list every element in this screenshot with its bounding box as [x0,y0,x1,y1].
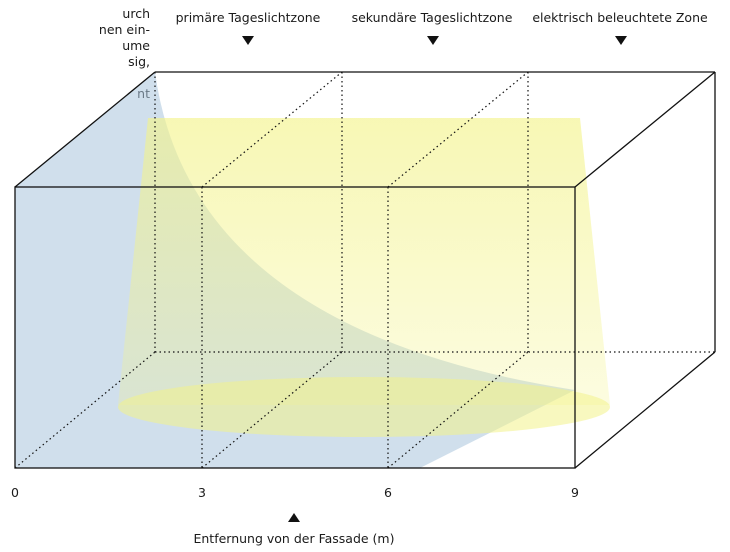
axis-tick-9: 9 [571,485,579,500]
artificial-light-cone [118,118,610,405]
zone-label-secondary: sekundäre Tageslichtzone [352,10,513,25]
zone-marker-electric [615,36,627,45]
zone-label-primary: primäre Tageslichtzone [176,10,321,25]
axis-label: Entfernung von der Fassade (m) [193,531,394,546]
axis-tick-0: 0 [11,485,19,500]
axis-tick-3: 3 [198,485,206,500]
hidden-edges [14,71,715,469]
axis-up-marker [288,513,300,522]
zone-marker-secondary [427,36,439,45]
zone-marker-primary [242,36,254,45]
room-box-edges [14,71,716,469]
zone-label-electric: elektrisch beleuchtete Zone [532,10,708,25]
axis-tick-6: 6 [384,485,392,500]
illuminated-floor-area [118,377,610,437]
